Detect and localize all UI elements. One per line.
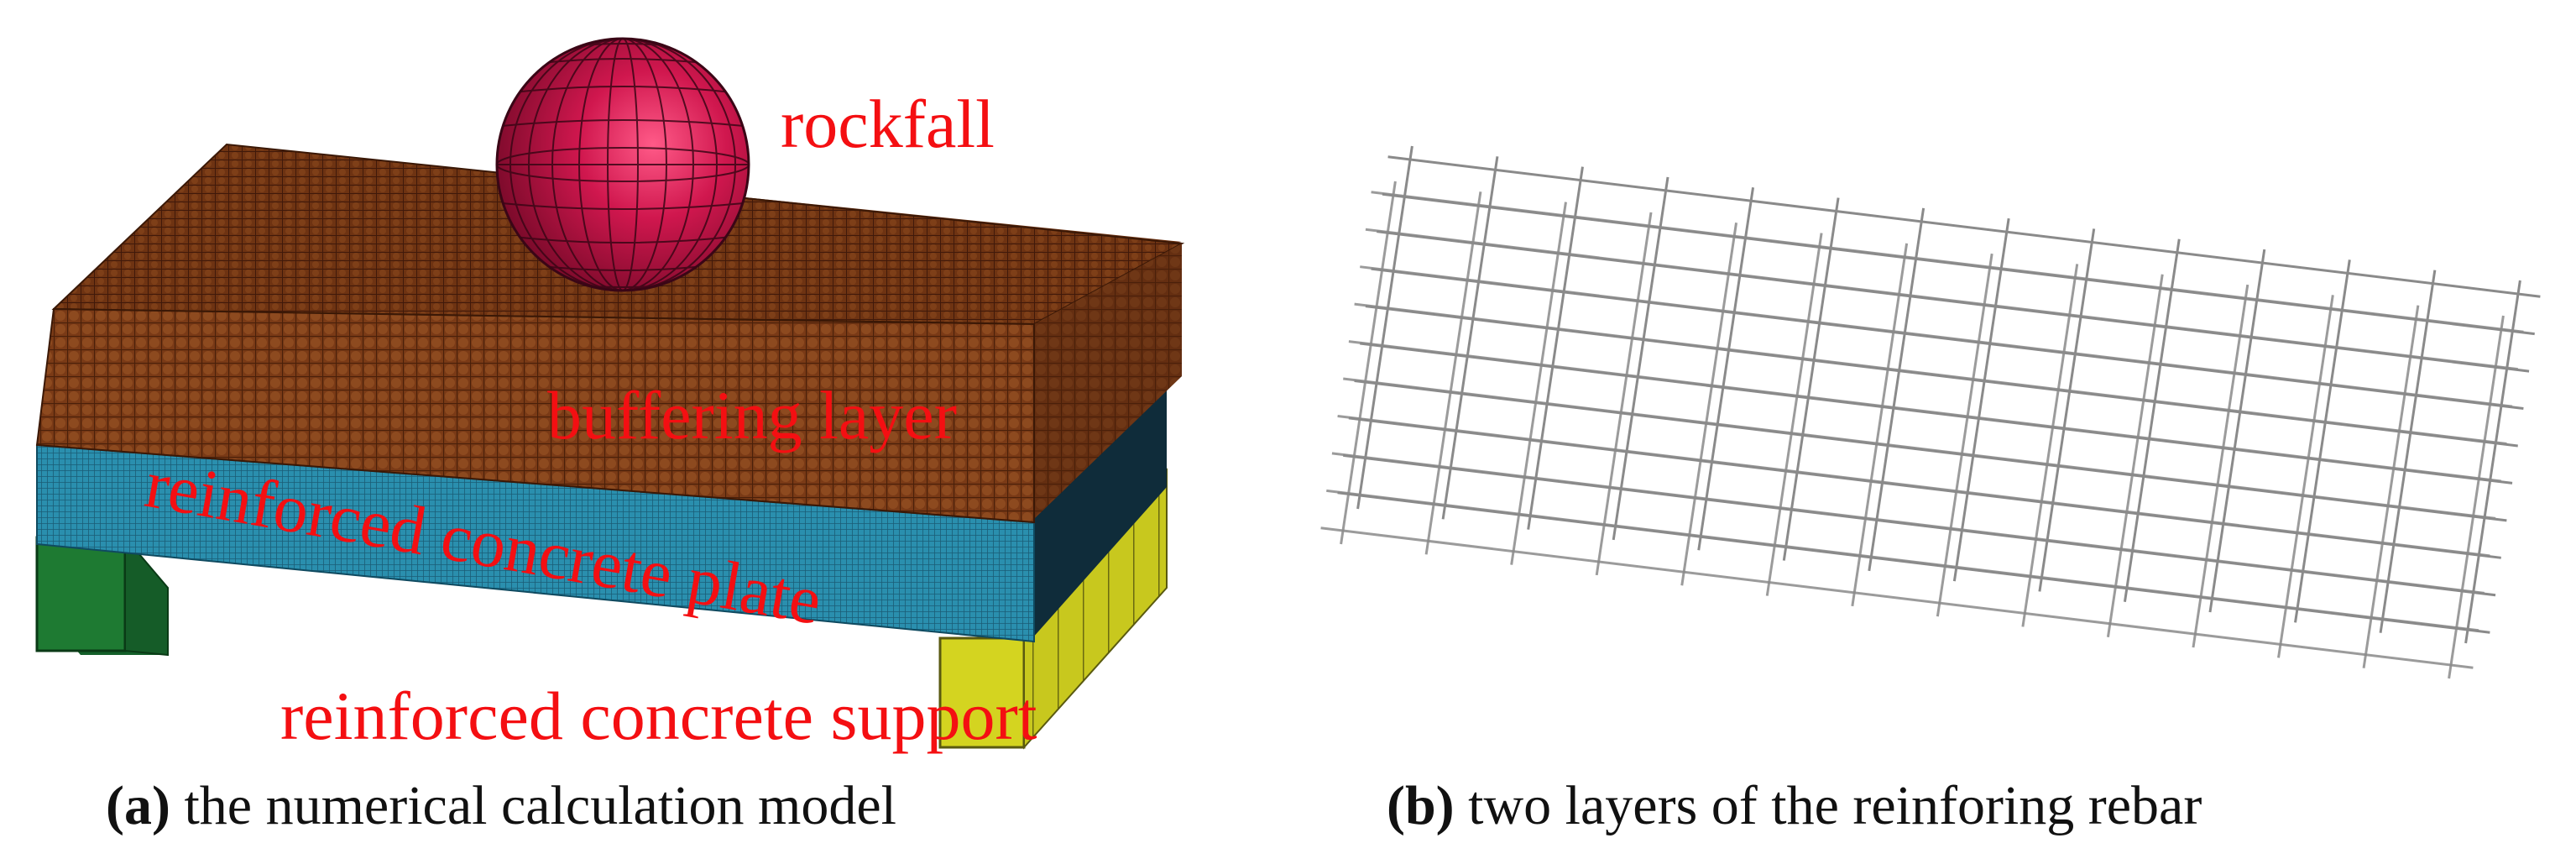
plate-side xyxy=(1032,376,1167,638)
rebar-longitudinal xyxy=(1331,452,2485,594)
rebar-transverse xyxy=(1782,197,1840,561)
label-rockfall: rockfall xyxy=(781,86,995,162)
rebar-transverse xyxy=(2464,280,2521,644)
rebar-transverse xyxy=(2277,295,2334,658)
rebar-longitudinal xyxy=(1326,489,2479,632)
rebar-transverse xyxy=(1595,212,1653,576)
rebar-transverse xyxy=(1765,233,1823,596)
numerical-model: rockfall buffering layer reinforced conc… xyxy=(35,37,1185,754)
rebar-transverse xyxy=(1527,166,1584,530)
rebar-transverse xyxy=(1424,191,1482,555)
rebar-transverse xyxy=(2192,284,2249,648)
rebar-transverse xyxy=(2362,305,2420,668)
rebar-transverse xyxy=(2294,259,2351,623)
caption-b-tag: (b) xyxy=(1387,775,1455,836)
rebar-transverse xyxy=(1510,202,1567,565)
rockfall-sphere xyxy=(495,37,750,292)
rebar-transverse xyxy=(2208,249,2266,613)
rebar-transverse xyxy=(1868,207,1925,572)
rebar-transverse xyxy=(2038,228,2096,592)
rebar-longitudinal xyxy=(1343,377,2496,520)
rebar-transverse xyxy=(1340,181,1397,545)
rebar-transverse xyxy=(2123,238,2181,602)
rebar-longitudinal xyxy=(1337,414,2490,558)
rebar-transverse xyxy=(2106,274,2164,637)
caption-b-text: two layers of the reinforing rebar xyxy=(1454,775,2202,836)
rebar-transverse xyxy=(1851,243,1909,607)
label-buffering-layer: buffering layer xyxy=(547,377,957,453)
rebar-longitudinal xyxy=(1371,191,2524,333)
caption-a: (a) the numerical calculation model xyxy=(106,774,896,838)
rebar-longitudinal xyxy=(1360,265,2513,408)
buffer-front xyxy=(35,307,1035,524)
caption-a-text: the numerical calculation model xyxy=(170,775,896,836)
rebar-longitudinal xyxy=(1387,155,2541,298)
rebar-longitudinal xyxy=(1365,228,2518,371)
caption-a-tag: (a) xyxy=(106,775,170,836)
rebar-transverse xyxy=(1952,217,2010,582)
rebar-transverse xyxy=(1612,176,1669,541)
support-left xyxy=(35,535,169,657)
rebar-transverse xyxy=(2021,264,2079,627)
rebar-longitudinal xyxy=(1320,526,2474,669)
rebar-transverse xyxy=(1441,156,1499,520)
rebar-transverse xyxy=(1936,253,1993,617)
rebar-transverse xyxy=(1356,145,1413,510)
rebar-grid xyxy=(1320,145,2541,679)
rebar-longitudinal xyxy=(1348,340,2501,483)
rebar-transverse xyxy=(1697,187,1755,551)
rebar-transverse xyxy=(1680,223,1738,586)
rebar-transverse xyxy=(2448,315,2505,679)
rebar-longitudinal xyxy=(1354,302,2507,446)
label-support: reinforced concrete support xyxy=(280,678,1037,754)
rebar-transverse xyxy=(2379,270,2437,633)
caption-b: (b) two layers of the reinforing rebar xyxy=(1387,774,2202,838)
